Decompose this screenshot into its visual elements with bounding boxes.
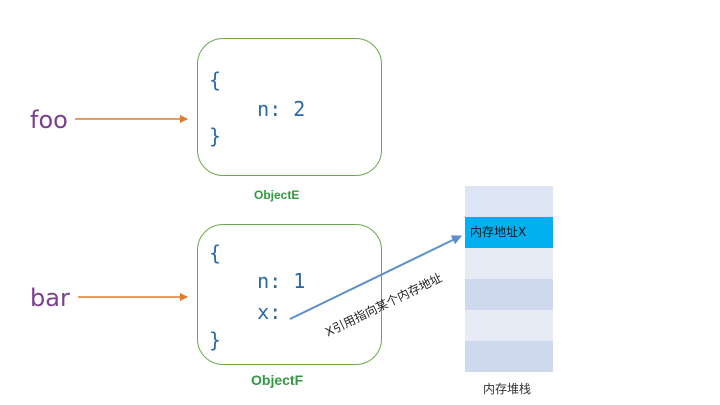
stack-cell-highlighted: 内存地址X [465,217,553,248]
variable-bar-label: bar [30,284,70,312]
object-f-field-x: x: [209,300,282,324]
object-f-close-brace: } [209,328,222,352]
object-e-field-n: n: 2 [209,97,306,121]
object-e-close-brace: } [209,124,222,148]
object-f-open-brace: { [209,241,222,265]
object-e-caption: ObjectE [254,188,300,202]
memory-stack-caption: 内存堆栈 [483,382,532,396]
object-f-field-n: n: 1 [209,269,306,293]
object-f-caption: ObjectF [251,372,304,388]
stack-cell [465,310,553,341]
stack-cell [465,341,553,372]
stack-cell-address-label: 内存地址X [470,225,527,239]
object-f-box [197,224,382,365]
variable-foo-label: foo [30,106,68,134]
object-e-open-brace: { [209,68,222,92]
reference-arrow [289,235,462,320]
stack-cell [465,279,553,310]
object-e-box [197,38,382,176]
stack-cell [465,248,553,279]
stack-cell [465,186,553,217]
